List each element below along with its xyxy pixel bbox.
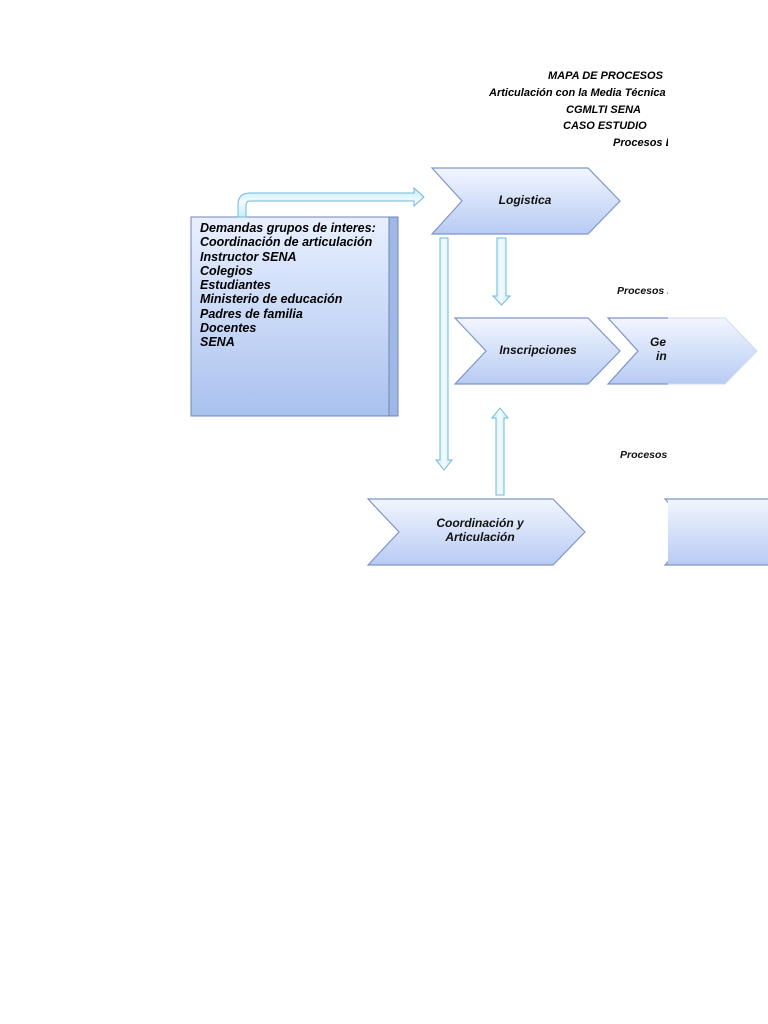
demands-item: Instructor SENA [200, 249, 297, 264]
diagram-canvas: MAPA DE PROCESOS Articulación con la Med… [190, 70, 668, 566]
inscripciones-label: Inscripciones [499, 343, 577, 357]
header-strategic-label: Procesos Es [613, 137, 668, 149]
logistica-to-inscripciones-arrow [491, 237, 512, 306]
coordinacion-label: Coordinación y Articulación [420, 516, 540, 544]
coordinacion-label-line2: Articulación [445, 530, 515, 544]
demands-item: Ministerio de educación [200, 292, 343, 307]
header-case: CASO ESTUDIO [563, 120, 647, 132]
logistica-shape [430, 167, 621, 235]
demands-item: Demandas grupos de interes: [200, 221, 376, 235]
logistica-label: Logistica [498, 193, 552, 207]
coordinacion-shape [366, 498, 586, 566]
gestion-label-line1: Ge [650, 335, 667, 349]
gestion-shape [606, 317, 668, 385]
coordinacion-label-line1: Coordinación y [436, 516, 524, 530]
gestion-shape-overflow [668, 318, 757, 384]
misionales-label: Procesos M [617, 285, 668, 297]
demands-item: Padres de familia [200, 306, 303, 321]
gestion-label: Ge in [650, 335, 668, 363]
header-subtitle: Articulación con la Media Técnica c [489, 87, 668, 99]
demands-box [190, 216, 399, 417]
inscripciones-shape [453, 317, 621, 385]
demands-item: Estudiantes [200, 278, 271, 293]
coordinacion-to-inscripciones-arrow [490, 407, 510, 496]
demands-item: Docentes [200, 321, 257, 336]
demands-item: Coordinación de articulación [200, 235, 373, 250]
demands-to-logistica-arrow [237, 186, 425, 218]
gestion-label-line2: in [656, 349, 667, 363]
apoyo-label: Procesos d [620, 449, 668, 461]
header-organization: CGMLTI SENA [566, 104, 641, 116]
gestion-shape-overflow-edge [668, 317, 758, 385]
demands-item: SENA [200, 335, 235, 350]
process-map-svg [190, 167, 668, 566]
logistica-to-coordinacion-arrow [434, 237, 454, 471]
support-right-shape-overflow [668, 499, 768, 565]
diagram-right-overflow [668, 317, 768, 566]
demands-list: Demandas grupos de interes: Coordinación… [200, 221, 376, 350]
demands-item: Colegios [200, 263, 253, 278]
header-title: MAPA DE PROCESOS [548, 70, 663, 82]
